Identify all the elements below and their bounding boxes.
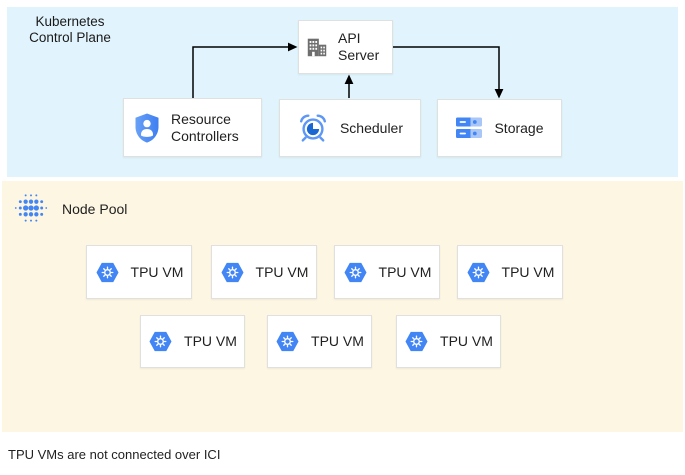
tpu-vm-label: TPU VM bbox=[378, 263, 432, 280]
resource-controllers-label: Resource Controllers bbox=[171, 110, 239, 144]
tpu-vm-node: TPU VM bbox=[211, 245, 317, 299]
hexagon-gear-icon bbox=[467, 262, 490, 282]
tpu-vm-label: TPU VM bbox=[311, 333, 364, 349]
shield-user-icon bbox=[135, 113, 159, 143]
storage-node: Storage bbox=[437, 99, 562, 157]
alarm-clock-icon bbox=[299, 114, 326, 142]
hexagon-gear-icon bbox=[405, 331, 428, 352]
tpu-vm-label: TPU VM bbox=[440, 333, 493, 349]
tpu-vm-label: TPU VM bbox=[184, 333, 237, 349]
scheduler-label: Scheduler bbox=[339, 119, 404, 136]
footnote: TPU VMs are not connected over ICI bbox=[8, 447, 221, 462]
hexagon-gear-icon bbox=[149, 331, 172, 352]
api-server-node: API Server bbox=[298, 20, 393, 74]
hexagon-gear-icon bbox=[276, 331, 299, 352]
tpu-vm-node: TPU VM bbox=[140, 315, 245, 368]
api-server-label: API Server bbox=[338, 30, 380, 63]
hexagon-gear-icon bbox=[344, 262, 367, 282]
hexagon-gear-icon bbox=[221, 262, 244, 282]
tpu-vm-node: TPU VM bbox=[396, 315, 501, 368]
tpu-vm-node: TPU VM bbox=[457, 245, 563, 299]
control-plane-label: Kubernetes Control Plane bbox=[29, 14, 111, 45]
tpu-vm-label: TPU VM bbox=[501, 263, 555, 280]
scheduler-node: Scheduler bbox=[279, 99, 421, 157]
tpu-vm-label: TPU VM bbox=[255, 263, 309, 280]
tpu-vm-node: TPU VM bbox=[86, 245, 192, 299]
storage-stack-icon bbox=[456, 117, 483, 138]
tpu-vm-node: TPU VM bbox=[334, 245, 440, 299]
tpu-vm-node: TPU VM bbox=[267, 315, 372, 368]
building-icon bbox=[307, 38, 327, 57]
dot-cluster-icon bbox=[14, 194, 48, 222]
storage-label: Storage bbox=[494, 119, 544, 136]
hexagon-gear-icon bbox=[96, 262, 119, 282]
resource-controllers-node: Resource Controllers bbox=[123, 98, 262, 157]
tpu-vm-label: TPU VM bbox=[130, 263, 184, 280]
node-pool-label: Node Pool bbox=[62, 201, 128, 217]
node-pool-region bbox=[2, 181, 683, 432]
